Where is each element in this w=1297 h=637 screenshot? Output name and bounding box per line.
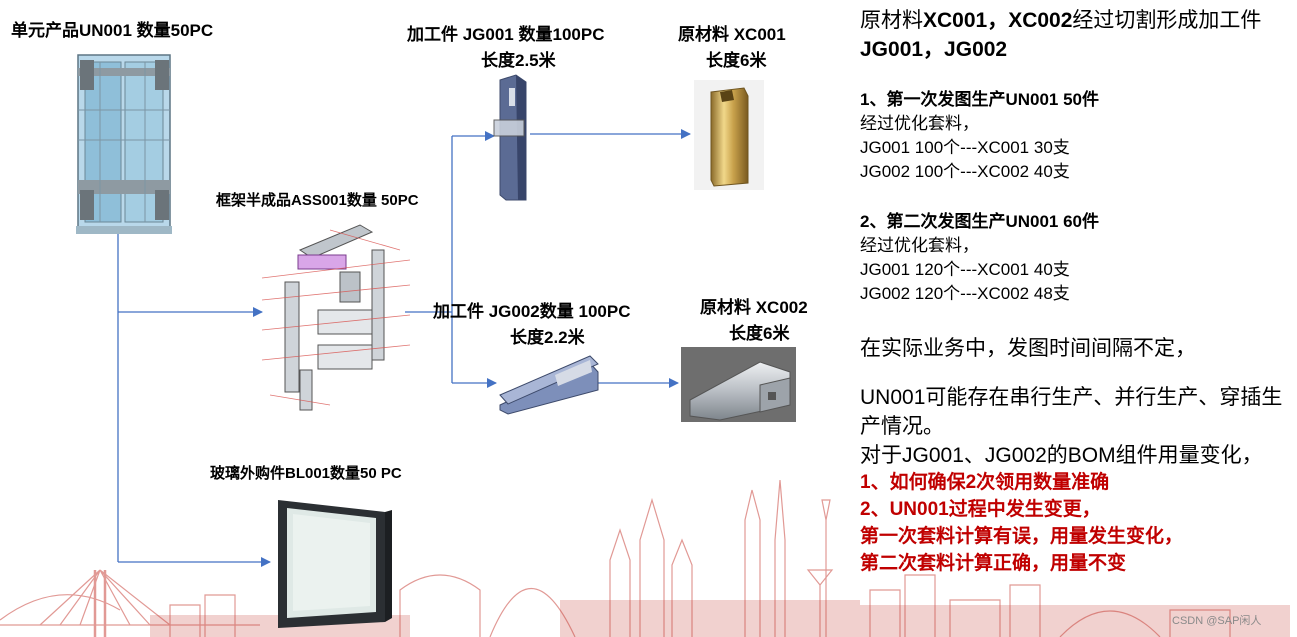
- intro-materials: XC001，XC002: [923, 9, 1073, 32]
- watermark: CSDN @SAP闲人: [1172, 615, 1262, 627]
- jg002-length: 长度2.2米: [510, 328, 585, 347]
- second-run-sub: 经过优化套料，: [860, 236, 979, 255]
- jg001-title: 加工件 JG001 数量100PC: [407, 25, 605, 44]
- question-1: 1、如何确保2次领用数量准确: [860, 472, 1110, 493]
- intro-parts: JG001，JG002: [860, 38, 1008, 61]
- business-note-1: 在实际业务中，发图时间间隔不定，: [860, 337, 1196, 360]
- first-run-sub: 经过优化套料，: [860, 114, 979, 133]
- second-run-title: 2、第二次发图生产UN001 60件: [860, 212, 1100, 231]
- jg002-title: 加工件 JG002数量 100PC: [433, 302, 631, 321]
- xc002-title: 原材料 XC002: [700, 298, 808, 317]
- first-run-line1: JG001 100个---XC001 30支: [860, 138, 1070, 157]
- first-run-line2: JG002 100个---XC002 40支: [860, 162, 1070, 181]
- intro-prefix: 原材料: [860, 9, 923, 32]
- business-note-3: 对于JG001、JG002的BOM组件用量变化，: [860, 444, 1263, 467]
- question-2: 2、UN001过程中发生变更，: [860, 499, 1101, 520]
- second-run-line2: JG002 120个---XC002 48支: [860, 284, 1070, 303]
- questions-block: 1、如何确保2次领用数量准确 2、UN001过程中发生变更， 第一次套料计算有误…: [860, 469, 1292, 577]
- intro-mid: 经过切割形成加工件: [1072, 9, 1262, 32]
- question-4: 第二次套料计算正确，用量不变: [860, 553, 1127, 574]
- jg001-length: 长度2.5米: [481, 51, 556, 70]
- first-run-title: 1、第一次发图生产UN001 50件: [860, 90, 1100, 109]
- second-run-line1: JG001 120个---XC001 40支: [860, 260, 1070, 279]
- xc001-length: 长度6米: [706, 51, 767, 70]
- question-3: 第一次套料计算有误，用量发生变化，: [860, 526, 1184, 547]
- glass-part-label: 玻璃外购件BL001数量50 PC: [210, 465, 402, 482]
- business-note-2: UN001可能存在串行生产、并行生产、穿插生产情况。: [860, 386, 1283, 438]
- first-run-block: 1、第一次发图生产UN001 50件 经过优化套料， JG001 100个---…: [860, 88, 1290, 184]
- frame-semi-label: 框架半成品ASS001数量 50PC: [216, 192, 419, 209]
- unit-product-label: 单元产品UN001 数量50PC: [11, 21, 214, 40]
- second-run-block: 2、第二次发图生产UN001 60件 经过优化套料， JG001 120个---…: [860, 210, 1290, 306]
- xc002-length: 长度6米: [729, 324, 790, 343]
- xc001-title: 原材料 XC001: [678, 25, 786, 44]
- intro-note: 原材料XC001，XC002经过切割形成加工件 JG001，JG002: [860, 6, 1290, 64]
